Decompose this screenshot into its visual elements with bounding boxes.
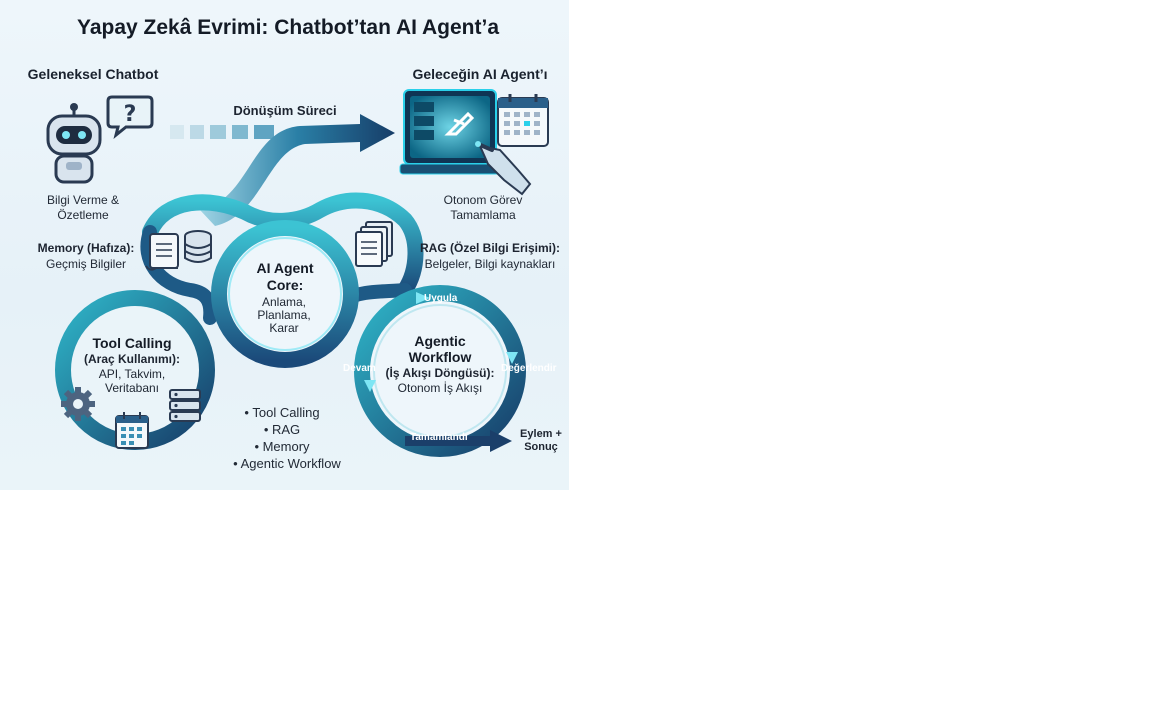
- cycle-arrow-evaluate: [506, 352, 518, 364]
- chatbot-heading: Geleneksel Chatbot: [27, 66, 159, 82]
- robot-hand-icon: [475, 141, 532, 196]
- monitor-icon: [399, 89, 501, 175]
- core-title-2: Core:: [266, 277, 304, 293]
- cycle-arrow-continue: [364, 380, 376, 392]
- core-line-1: Anlama,: [261, 295, 307, 309]
- bullet-item: • Tool Calling: [244, 405, 320, 420]
- output-line-1: Eylem +: [520, 428, 562, 440]
- page-title: Yapay Zekâ Evrimi: Chatbot’tan AI Agent’…: [76, 16, 500, 39]
- bullet-item: • Memory: [254, 439, 310, 454]
- agent-caption-1: Otonom Görev: [443, 193, 523, 207]
- chatbot-caption-2: Özetleme: [57, 208, 109, 222]
- agent-calendar-icon: [497, 94, 549, 147]
- workflow-title-2: Workflow: [408, 349, 472, 365]
- database-icon: [184, 230, 212, 263]
- memory-title: Memory (Hafıza):: [37, 241, 135, 255]
- transition-arrow: [200, 114, 395, 226]
- server-icon: [169, 389, 201, 422]
- connector-band: [142, 192, 424, 298]
- workflow-line-1: Otonom İş Akışı: [397, 381, 483, 395]
- rag-subtitle: Belgeler, Bilgi kaynakları: [424, 257, 556, 271]
- agent-caption-2: Tamamlama: [450, 208, 516, 222]
- output-arrow: [405, 430, 512, 452]
- cycle-evaluate-label: Değerlendir: [501, 363, 557, 374]
- chatbot-caption-1: Bilgi Verme &: [46, 193, 120, 207]
- tool-title-1: Tool Calling: [92, 335, 172, 351]
- core-line-3: Karar: [269, 321, 299, 335]
- diagram-graphics: ?: [46, 89, 549, 457]
- svg-text:?: ?: [124, 102, 137, 127]
- tool-line-2: Veritabanı: [104, 381, 160, 395]
- gear-icon: [61, 387, 95, 421]
- workflow-ring: [354, 285, 526, 457]
- tool-line-1: API, Takvim,: [98, 367, 166, 381]
- rag-title: RAG (Özel Bilgi Erişimi):: [419, 241, 561, 255]
- cycle-done-label: Tamamlandı: [410, 432, 468, 443]
- core-title-1: AI Agent: [256, 260, 314, 276]
- robot-icon: [46, 103, 102, 184]
- memory-subtitle: Geçmiş Bilgiler: [45, 257, 127, 271]
- cycle-continue-label: Devam: [343, 363, 376, 374]
- transition-dashes: [170, 125, 274, 139]
- core-line-2: Planlama,: [257, 308, 311, 322]
- transition-label: Dönüşüm Süreci: [233, 103, 337, 118]
- output-line-2: Sonuç: [524, 441, 558, 453]
- question-bubble-icon: ?: [106, 95, 154, 139]
- core-ring: [211, 220, 359, 368]
- calendar-icon: [115, 412, 149, 449]
- cycle-apply-label: Uygula: [424, 293, 458, 304]
- bullet-item: • Agentic Workflow: [233, 456, 341, 471]
- cycle-arrow-apply: [416, 292, 430, 304]
- scroll-document-icon: [145, 233, 179, 271]
- tool-title-2: (Araç Kullanımı):: [83, 352, 181, 366]
- bullet-item: • RAG: [263, 422, 301, 437]
- workflow-title-3: (İş Akışı Döngüsü):: [385, 366, 495, 380]
- diagram-canvas: ?: [0, 0, 569, 490]
- agent-heading: Geleceğin AI Agent’ı: [412, 66, 548, 82]
- workflow-title-1: Agentic: [414, 333, 466, 349]
- documents-icon: [355, 221, 393, 267]
- connector-band-left: [140, 225, 218, 325]
